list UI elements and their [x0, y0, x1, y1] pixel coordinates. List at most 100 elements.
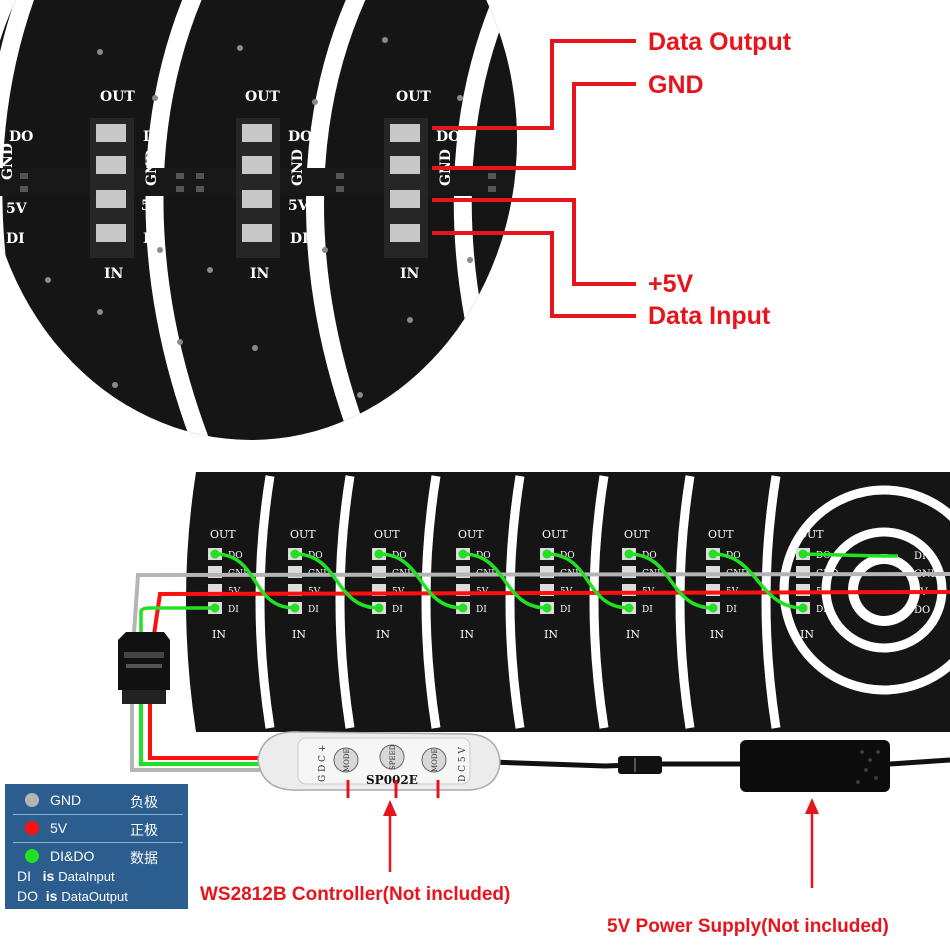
svg-text:OUT: OUT	[100, 89, 135, 105]
legend-divider	[13, 842, 183, 843]
controller-cable-green	[139, 700, 270, 766]
power-cable-out	[889, 757, 950, 767]
svg-text:GND: GND	[144, 149, 160, 186]
strip-pin-label-do: DO	[476, 551, 491, 561]
legend-row-5v: 5V 正极	[5, 816, 188, 840]
legend-def-do: DO is DataOutput	[17, 888, 128, 904]
svg-text:5V: 5V	[6, 201, 28, 217]
svg-text:DO: DO	[143, 129, 167, 145]
svg-text:MODE: MODE	[343, 748, 351, 772]
legend-divider	[13, 814, 183, 815]
end-pin-label-di: DI	[914, 551, 926, 562]
data-wire	[139, 552, 898, 662]
strip-in-label: IN	[212, 628, 226, 641]
svg-text:MODE: MODE	[431, 748, 439, 772]
svg-text:DO: DO	[436, 129, 460, 145]
callout-data-input: Data Input	[648, 302, 771, 330]
strip-pin-label-di: DI	[726, 605, 737, 615]
strip-out-label: OUT	[798, 528, 824, 541]
pcb-led-column-2: OUT DO GND 5V DI IN	[90, 89, 167, 282]
svg-text:G D C +: G D C +	[318, 745, 328, 782]
callout-5v: +5V	[648, 270, 694, 298]
mode-button: MODE	[333, 747, 359, 773]
callout-gnd: GND	[648, 71, 704, 99]
power-supply	[740, 740, 890, 792]
strip-pin-label-do: DO	[308, 551, 323, 561]
speed-button: SPEED	[379, 744, 405, 770]
controller-brand: SP002E	[366, 773, 418, 787]
strip-pin-label-di: DI	[560, 605, 571, 615]
green-dot-icon	[25, 849, 39, 863]
strip-pin-label-do: DO	[228, 551, 243, 561]
strip-in-label: IN	[376, 628, 390, 641]
svg-text:GND: GND	[0, 143, 16, 180]
wire-legend: GND 负极 5V 正极 DI&DO 数据 DI is DataInput DO…	[5, 784, 188, 909]
svg-text:GND: GND	[290, 149, 306, 186]
pcb-led-column-1: DO GND 5V DI	[0, 129, 33, 247]
svg-text:IN: IN	[104, 266, 124, 282]
strip-in-label: IN	[710, 628, 724, 641]
svg-text:5V: 5V	[288, 198, 310, 214]
legend-row-gnd: GND 负极	[5, 788, 188, 812]
power-supply-note: 5V Power Supply(Not included)	[607, 916, 889, 937]
barrel-connector	[618, 756, 662, 774]
callout-leaders	[432, 39, 636, 318]
strip-pin-label-di: DI	[392, 605, 403, 615]
svg-text:OUT: OUT	[396, 89, 431, 105]
legend-row-data: DI&DO 数据	[5, 844, 188, 868]
strip-in-label: IN	[460, 628, 474, 641]
strip-pin-label-di: DI	[308, 605, 319, 615]
strip-out-label: OUT	[624, 528, 650, 541]
mode-button-2: MODE	[421, 747, 447, 773]
svg-text:IN: IN	[250, 266, 270, 282]
controller-note: WS2812B Controller(Not included)	[200, 884, 510, 905]
svg-text:OUT: OUT	[245, 89, 280, 105]
strip-out-label: OUT	[708, 528, 734, 541]
strip-pin-label-do: DO	[392, 551, 407, 561]
strip-in-label: IN	[626, 628, 640, 641]
pcb-led-column-3: OUT DO GND 5V DI IN	[236, 89, 312, 282]
power-cable	[489, 759, 745, 769]
circular-pcb-closeup: DO GND 5V DI OUT DO GND 5V DI IN	[0, 0, 517, 440]
controller-arrow	[383, 800, 397, 872]
svg-text:DI: DI	[6, 231, 25, 247]
jst-connector	[118, 632, 170, 704]
sp002e-controller: G D C + MODE SPEED MODE D C 5 V SP002E	[257, 731, 501, 791]
controller-ticks	[346, 780, 440, 798]
strip-out-label: OUT	[374, 528, 400, 541]
strip-out-label: OUT	[458, 528, 484, 541]
strip-pin-label-do: DO	[560, 551, 575, 561]
svg-text:IN: IN	[400, 266, 420, 282]
svg-text:DI: DI	[290, 231, 309, 247]
red-dot-icon	[25, 821, 39, 835]
strip-pin-label-do: DO	[726, 551, 741, 561]
strip-pad	[796, 566, 810, 578]
svg-text:SPEED: SPEED	[389, 744, 397, 770]
callout-data-output: Data Output	[648, 28, 792, 56]
pcb-led-column-4: OUT DO GND IN	[384, 89, 460, 282]
gray-dot-icon	[25, 793, 39, 807]
svg-text:D C 5 V: D C 5 V	[458, 747, 468, 782]
strip-in-label: IN	[292, 628, 306, 641]
strip-pin-label-di: DI	[228, 605, 239, 615]
svg-text:DI: DI	[143, 231, 162, 247]
strip-pin-label-di: DI	[816, 605, 827, 615]
strip-out-label: OUT	[542, 528, 568, 541]
end-pin-label-do: DO	[914, 605, 930, 616]
svg-text:5V: 5V	[141, 198, 163, 214]
strip-out-label: OUT	[290, 528, 316, 541]
strip-pin-label-do: DO	[642, 551, 657, 561]
strip-pin-label-di: DI	[476, 605, 487, 615]
legend-def-di: DI is DataInput	[17, 868, 115, 884]
strip-in-label: IN	[800, 628, 814, 641]
led-strip-panel	[180, 470, 950, 732]
controller-cable-gray	[130, 700, 270, 772]
strip-out-label: OUT	[210, 528, 236, 541]
strip-pin-label-di: DI	[642, 605, 653, 615]
power-arrow	[805, 798, 819, 888]
strip-in-label: IN	[544, 628, 558, 641]
controller-cable-red	[148, 700, 270, 760]
svg-text:DO: DO	[288, 129, 312, 145]
svg-text:DO: DO	[9, 129, 33, 145]
